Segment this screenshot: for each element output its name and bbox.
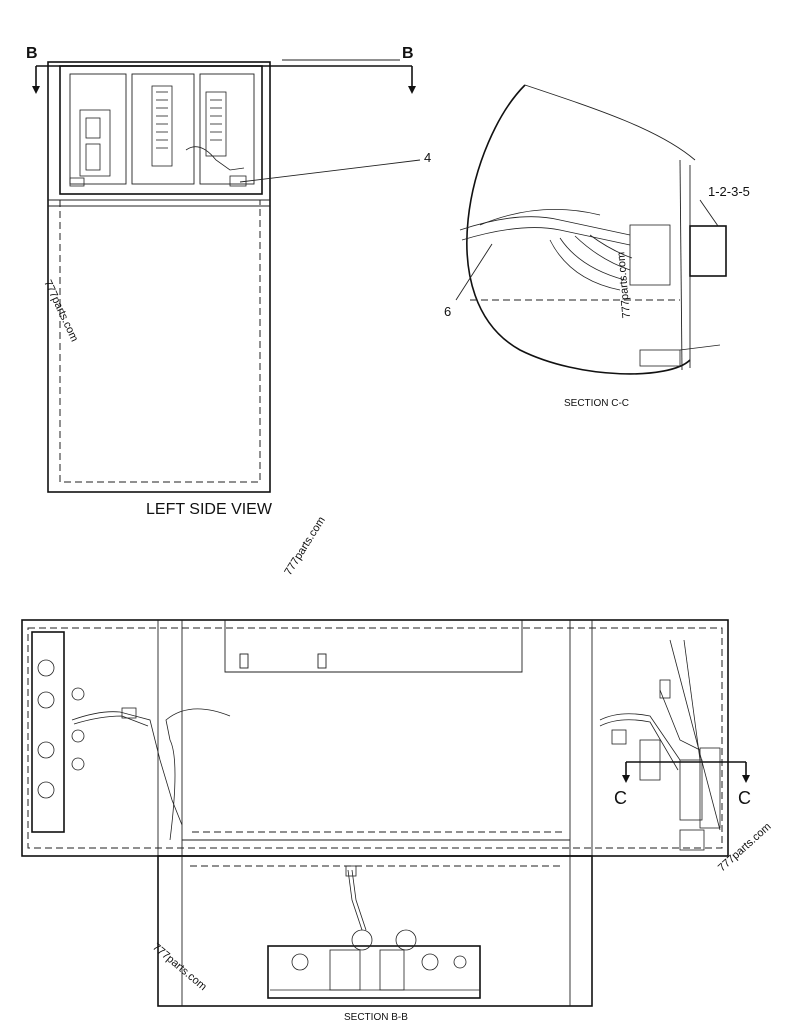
section-c-marker-right: C <box>738 788 751 808</box>
connector-block <box>689 225 727 277</box>
bottom-control-module <box>267 945 481 999</box>
section-b-marker-right: B <box>402 45 414 62</box>
watermark-2: 777parts.com <box>282 515 327 578</box>
left-control-module <box>31 631 65 833</box>
control-box-components <box>69 85 247 187</box>
callout-4: 4 <box>424 150 431 165</box>
wire-harness <box>459 209 721 367</box>
enclosure-top-outline <box>21 619 729 857</box>
watermark-1: 777parts.com <box>41 278 80 343</box>
section-cc-view: 1-2-3-5 6 SECTION C-C <box>444 84 750 409</box>
cabinet-inner-panel <box>59 199 261 483</box>
section-c-marker-left: C <box>614 788 627 808</box>
callout-4-leader <box>239 159 421 183</box>
left-side-view-title: LEFT SIDE VIEW <box>146 501 273 518</box>
watermark-3: 777parts.com <box>615 251 633 318</box>
cabinet-outline <box>47 61 271 493</box>
control-box <box>59 65 263 195</box>
section-cc-outline <box>466 84 691 375</box>
right-control-module <box>165 639 721 851</box>
callout-6: 6 <box>444 304 451 319</box>
left-side-view: B B 4 LEFT SIDE VIEW <box>26 45 431 518</box>
watermark-5: 777parts.com <box>150 941 209 993</box>
section-bb-title: SECTION B-B <box>344 1012 408 1023</box>
enclosure-bottom-outline <box>157 855 593 1007</box>
watermark-4: 777parts.com <box>716 821 774 875</box>
callout-1-2-3-5: 1-2-3-5 <box>708 184 750 199</box>
section-cc-title: SECTION C-C <box>564 398 629 409</box>
section-bb-view: C C SECTION B-B <box>21 619 751 1023</box>
section-b-marker-left: B <box>26 45 38 62</box>
